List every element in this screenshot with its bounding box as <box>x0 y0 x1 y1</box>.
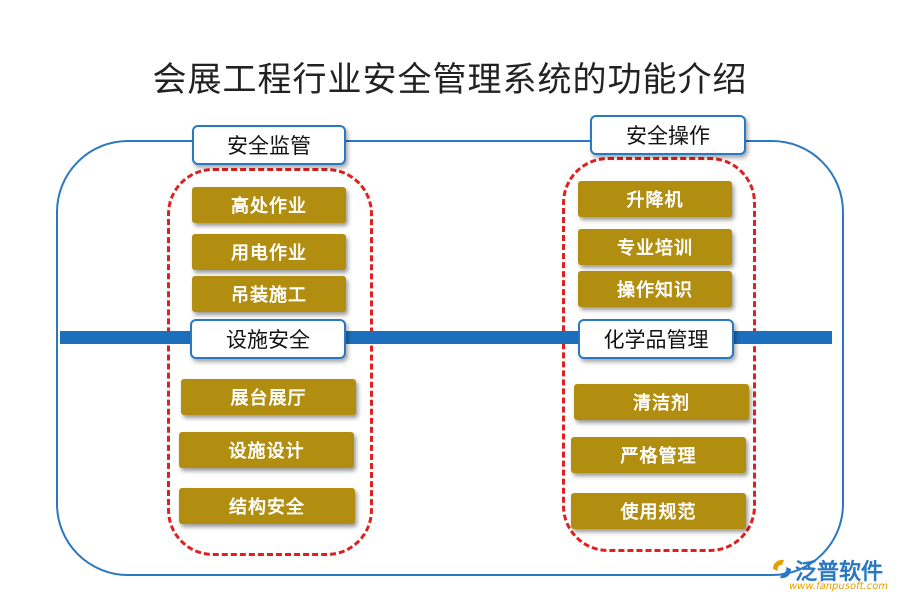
section-label-facility-safety: 设施安全 <box>190 319 346 359</box>
item-hoisting-construction: 吊装施工 <box>192 276 346 312</box>
item-usage-standards: 使用规范 <box>571 493 746 529</box>
page-title: 会展工程行业安全管理系统的功能介绍 <box>152 60 748 100</box>
section-label-chemical-management: 化学品管理 <box>578 319 734 359</box>
logo-url: www.fanpusoft.com <box>789 581 889 592</box>
fanpu-logo: 泛普软件 www.fanpusoft.com <box>765 552 895 596</box>
logo-mark-icon <box>773 559 791 579</box>
item-strict-management: 严格管理 <box>571 437 746 473</box>
item-booth-hall: 展台展厅 <box>181 379 356 415</box>
left-dashed-group <box>167 168 373 556</box>
item-structural-safety: 结构安全 <box>179 488 355 524</box>
outer-rounded-frame <box>56 140 844 576</box>
item-operation-knowledge: 操作知识 <box>578 271 732 307</box>
right-dashed-group <box>562 157 756 552</box>
item-high-altitude-work: 高处作业 <box>192 187 346 223</box>
section-label-safe-operation: 安全操作 <box>590 115 746 155</box>
logo-name: 泛普软件 <box>795 560 884 585</box>
item-professional-training: 专业培训 <box>578 229 732 265</box>
item-electrical-work: 用电作业 <box>192 234 346 270</box>
item-cleaning-agent: 清洁剂 <box>574 384 749 420</box>
item-elevator: 升降机 <box>578 181 732 217</box>
item-facility-design: 设施设计 <box>179 432 354 468</box>
section-label-safety-supervision: 安全监管 <box>192 125 346 165</box>
